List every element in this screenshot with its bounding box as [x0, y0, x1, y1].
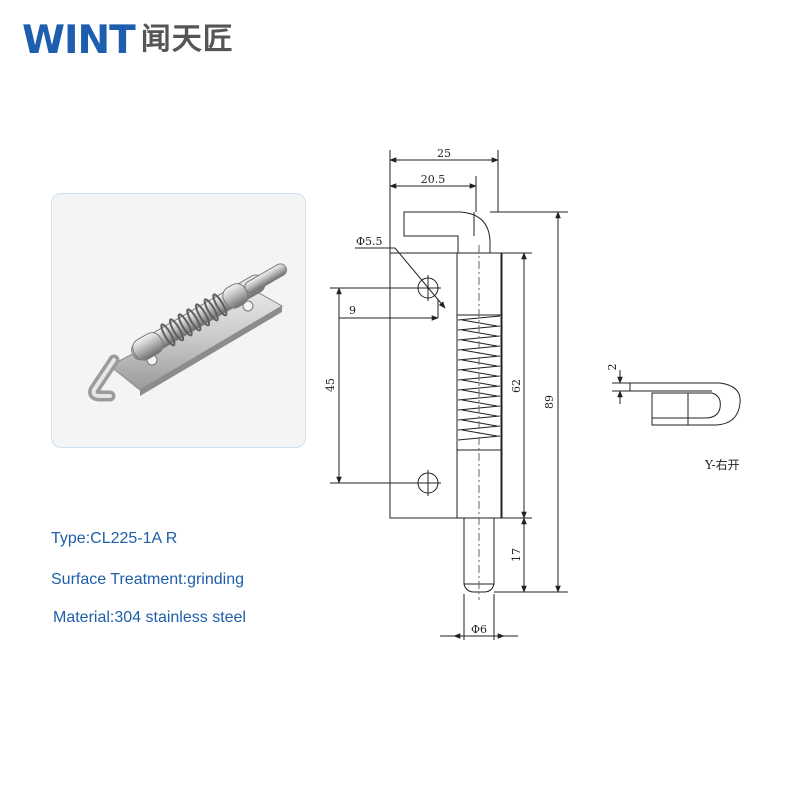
dim-hole-offset: 9: [349, 304, 356, 317]
dim-hole-diameter: Φ5.5: [356, 235, 383, 248]
side-view-caption: Y-右开: [704, 457, 740, 472]
dim-pin-extension: 17: [510, 548, 523, 562]
dim-overall-length: 89: [543, 395, 556, 409]
leader-hole-diameter: [394, 247, 446, 309]
mounting-hole: [242, 300, 254, 312]
brand-name-chinese: 闻天匠: [140, 22, 234, 57]
spec-material: Material:304 stainless steel: [53, 609, 246, 626]
side-view: [612, 370, 741, 426]
barrel: [131, 263, 287, 361]
spring-coils: [160, 293, 228, 347]
dim-plate-height: 62: [510, 379, 523, 393]
dim-plate-thickness: 2: [606, 364, 619, 371]
dim-pin-offset: 20.5: [421, 173, 446, 186]
dim-pin-diameter: Φ6: [471, 623, 487, 636]
l-handle: [88, 354, 120, 402]
pin-hook: [403, 211, 491, 254]
brand-name-latin: WINT: [22, 17, 136, 63]
plate-outline: [389, 252, 503, 519]
dim-hole-spacing: 45: [324, 378, 337, 392]
product-photo: [51, 193, 306, 448]
dim-overall-width: 25: [437, 147, 451, 160]
spec-surface-treatment: Surface Treatment:grinding: [51, 571, 244, 588]
brand-logo: WINT 闻天匠: [22, 18, 234, 62]
spring-latch-illustration: [88, 263, 287, 402]
spec-type: Type:CL225-1A R: [51, 530, 178, 547]
